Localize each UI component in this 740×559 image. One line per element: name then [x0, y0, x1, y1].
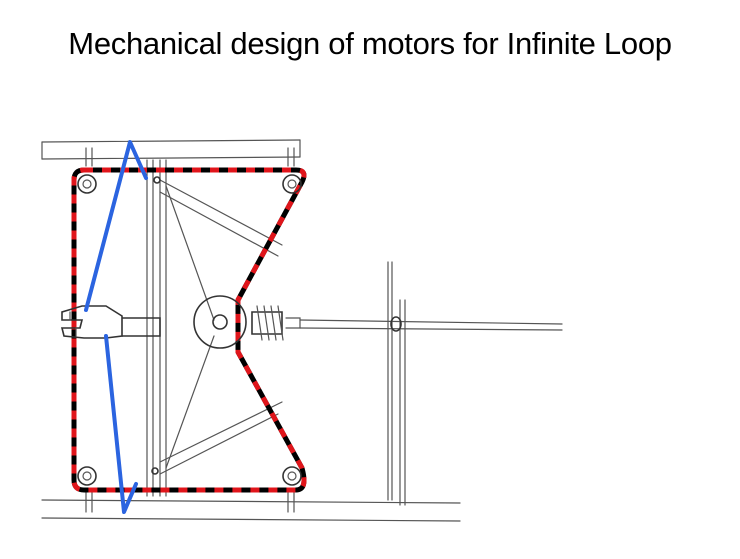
diagonal-struts	[159, 179, 283, 475]
belt-loop	[71, 167, 307, 493]
top-rail	[41, 139, 301, 167]
page-title: Mechanical design of motors for Infinite…	[68, 26, 672, 61]
pivot-hole-bottom	[151, 467, 159, 475]
hand-icon	[60, 305, 161, 339]
pulley-wheel-icon	[77, 466, 97, 486]
pulley-wheel-icon	[282, 466, 302, 486]
pivot-bolt-icon	[390, 316, 402, 332]
pulley-wheel-icon	[282, 174, 302, 194]
pulley-wheel-icon	[77, 174, 97, 194]
motor-hub-icon	[193, 295, 247, 349]
output-shaft	[299, 319, 563, 331]
pivot-hole-top	[153, 176, 161, 184]
blue-strings	[84, 140, 148, 514]
right-post	[387, 261, 406, 506]
spring-coil-icon	[251, 305, 301, 341]
bottom-rail	[41, 491, 461, 522]
frame-posts	[146, 159, 167, 497]
corner-pulleys	[77, 174, 302, 486]
